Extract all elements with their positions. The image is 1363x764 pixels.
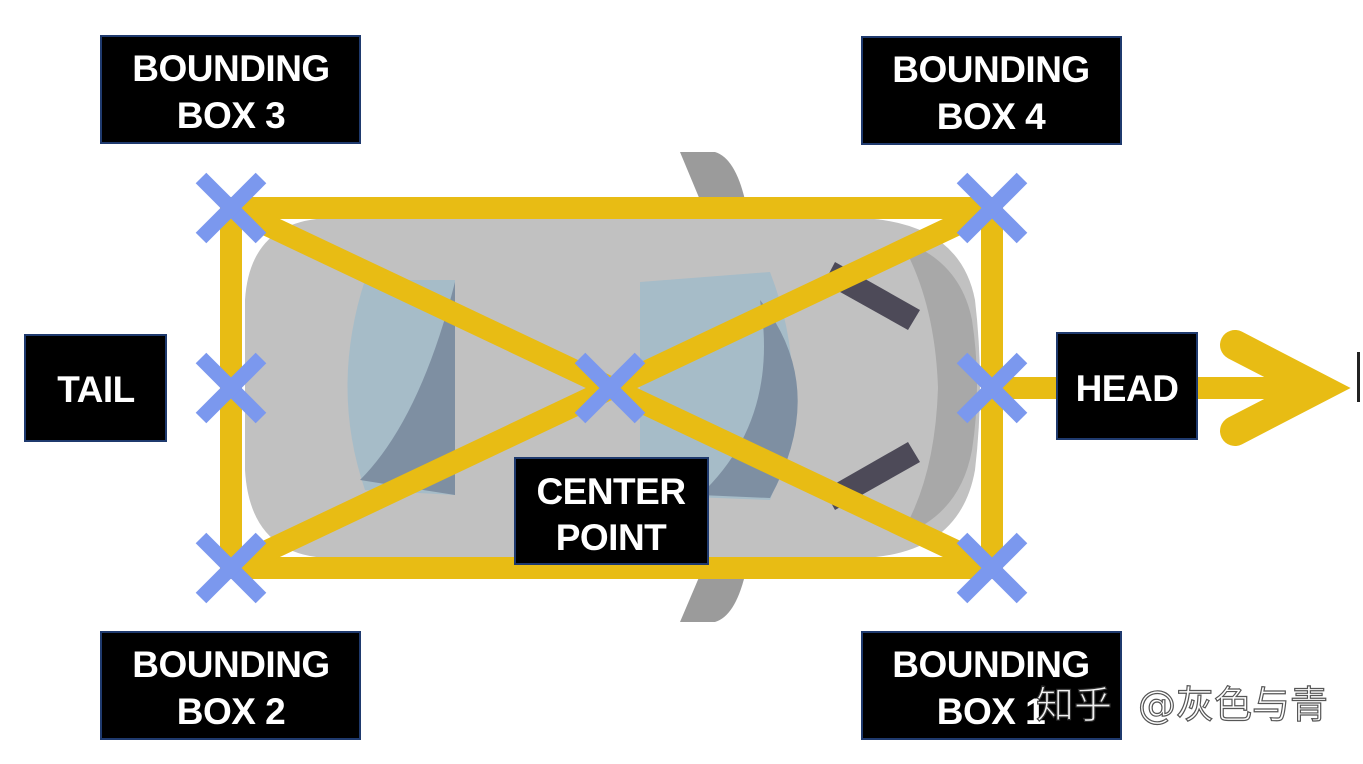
label-text: HEAD — [1076, 368, 1179, 409]
x-marker-icon — [195, 532, 267, 604]
markers — [195, 172, 1028, 604]
arrow-right-icon — [1220, 330, 1351, 446]
label-line-2: BOX 2 — [177, 691, 286, 732]
x-marker-icon — [195, 352, 267, 424]
car-mirror-bottom — [680, 575, 745, 622]
watermark-logo: 知乎 — [1036, 683, 1112, 727]
x-marker-icon — [574, 352, 646, 424]
label-line-2: BOX 4 — [937, 96, 1046, 137]
label-head: HEAD — [1056, 332, 1198, 440]
car-windshield-shade — [700, 300, 798, 498]
car-rear-window-shade — [360, 282, 455, 495]
label-line-1: BOUNDING — [892, 644, 1089, 685]
label-tail: TAIL — [24, 334, 167, 442]
x-marker-icon — [956, 172, 1028, 244]
car-mirror-top — [680, 152, 745, 200]
text-cursor — [1357, 352, 1360, 402]
label-line-1: BOUNDING — [132, 644, 329, 685]
label-center-point: CENTER POINT — [514, 457, 709, 565]
label-bounding-box-1: BOUNDING BOX 1 — [861, 631, 1122, 740]
label-bounding-box-2: BOUNDING BOX 2 — [100, 631, 361, 740]
label-line-2: POINT — [556, 517, 667, 558]
label-line-1: CENTER — [536, 471, 685, 512]
watermark-handle: @灰色与青 — [1138, 683, 1328, 727]
label-bounding-box-4: BOUNDING BOX 4 — [861, 36, 1122, 145]
x-marker-icon — [195, 172, 267, 244]
x-marker-icon — [956, 352, 1028, 424]
x-marker-icon — [956, 532, 1028, 604]
label-line-1: BOUNDING — [132, 48, 329, 89]
label-text: TAIL — [57, 369, 134, 410]
watermark: 知乎 @灰色与青 — [1035, 682, 1328, 727]
label-line-2: BOX 1 — [937, 691, 1046, 732]
label-line-1: BOUNDING — [892, 49, 1089, 90]
label-line-2: BOX 3 — [177, 95, 286, 136]
label-bounding-box-3: BOUNDING BOX 3 — [100, 35, 361, 144]
car-hood-shade — [900, 240, 977, 536]
